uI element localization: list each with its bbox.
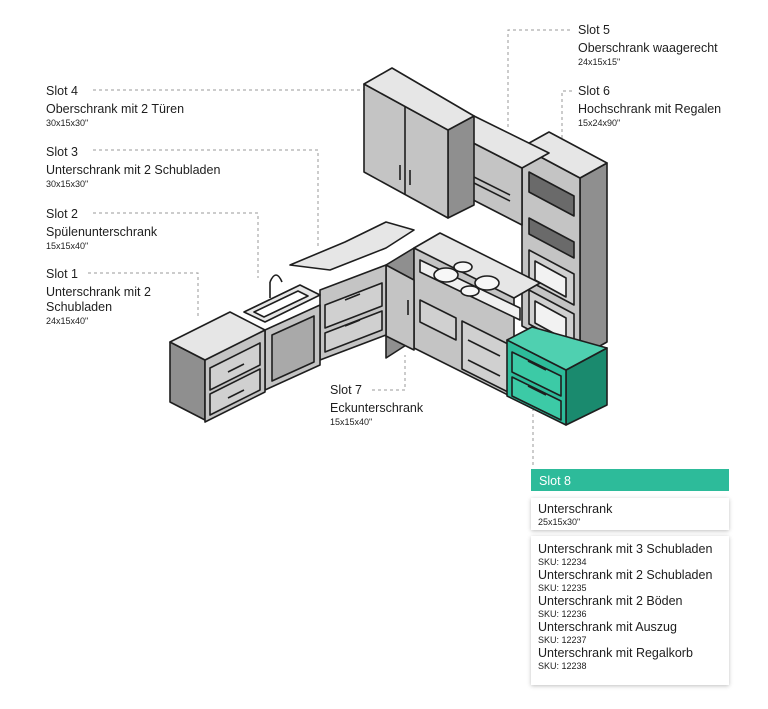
slot-title: Slot 6: [578, 84, 610, 98]
label-slot-2: Slot 2 Spülenunterschrank 15x15x40": [46, 208, 266, 251]
slot-name: Hochschrank mit Regalen: [578, 101, 722, 116]
upper-cabinet-2-doors[interactable]: [363, 67, 475, 219]
option-name: Unterschrank mit Auszug: [538, 620, 677, 634]
slot-dimensions: 30x15x30": [46, 178, 89, 189]
option-item[interactable]: Unterschrank mit Auszug SKU: 12237: [531, 620, 729, 646]
label-slot-1: Slot 1 Unterschrank mit 2 Schubladen 24x…: [46, 268, 176, 326]
slot-dimensions: 15x15x40": [46, 240, 89, 251]
slot-name: Spülenunterschrank: [46, 224, 158, 239]
option-item[interactable]: Unterschrank mit 2 Böden SKU: 12236: [531, 594, 729, 620]
option-sku: SKU: 12238: [538, 661, 587, 671]
option-name: Unterschrank mit 2 Böden: [538, 594, 683, 608]
selected-cabinet-name: Unterschrank: [538, 502, 613, 516]
label-slot-6: Slot 6 Hochschrank mit Regalen 15x24x90": [578, 85, 758, 128]
label-slot-4: Slot 4 Oberschrank mit 2 Türen 30x15x30": [46, 85, 266, 128]
selected-cabinet-card[interactable]: Unterschrank 25x15x30": [531, 498, 729, 530]
option-item[interactable]: Unterschrank mit Regalkorb SKU: 12238: [531, 646, 729, 672]
base-cabinet-2-drawers-slot3[interactable]: [319, 264, 387, 361]
slot-name: Unterschrank mit 2 Schubladen: [46, 284, 151, 314]
slot-name: Oberschrank mit 2 Türen: [46, 101, 185, 116]
slot-title: Slot 7: [330, 383, 362, 397]
leader-lines: [88, 29, 572, 465]
slot8-header: Slot 8: [531, 469, 729, 491]
option-sku: SKU: 12235: [538, 583, 587, 593]
cabinet-options-list: Unterschrank mit 3 Schubladen SKU: 12234…: [531, 536, 729, 685]
option-name: Unterschrank mit 2 Schubladen: [538, 568, 713, 582]
label-slot-3: Slot 3 Unterschrank mit 2 Schubladen 30x…: [46, 146, 266, 189]
label-slot-5: Slot 5 Oberschrank waagerecht 24x15x15": [578, 24, 758, 67]
slot-name: Oberschrank waagerecht: [578, 40, 718, 55]
slot-dimensions: 15x24x90": [578, 117, 621, 128]
slot-title: Slot 5: [578, 23, 610, 37]
option-item[interactable]: Unterschrank mit 2 Schubladen SKU: 12235: [531, 568, 729, 594]
option-name: Unterschrank mit Regalkorb: [538, 646, 693, 660]
slot-dimensions: 30x15x30": [46, 117, 89, 128]
slot-dimensions: 15x15x40": [330, 416, 373, 427]
slot-name: Eckunterschrank: [330, 400, 424, 415]
option-sku: SKU: 12237: [538, 635, 587, 645]
slot-name: Unterschrank mit 2 Schubladen: [46, 162, 221, 177]
corner-cabinet[interactable]: [385, 264, 415, 351]
tall-cabinet[interactable]: [521, 131, 608, 358]
option-item[interactable]: Unterschrank mit 3 Schubladen SKU: 12234: [531, 542, 729, 568]
option-sku: SKU: 12234: [538, 557, 587, 567]
base-cabinet-2-drawers-slot1[interactable]: [169, 311, 266, 423]
sink-cabinet[interactable]: [243, 274, 321, 391]
back-counter: [289, 221, 415, 271]
slot-title: Slot 4: [46, 84, 78, 98]
slot-dimensions: 24x15x15": [578, 56, 621, 67]
selected-cabinet-dimensions: 25x15x30": [538, 517, 581, 527]
option-name: Unterschrank mit 3 Schubladen: [538, 542, 713, 556]
slot-title: Slot 3: [46, 145, 78, 159]
highlighted-base-cabinet-slot8[interactable]: [506, 326, 608, 426]
label-slot-7: Slot 7 Eckunterschrank 15x15x40": [330, 384, 490, 427]
slot-title: Slot 2: [46, 207, 78, 221]
slot-dimensions: 24x15x40": [46, 315, 89, 326]
option-sku: SKU: 12236: [538, 609, 587, 619]
slot-title: Slot 1: [46, 267, 78, 281]
